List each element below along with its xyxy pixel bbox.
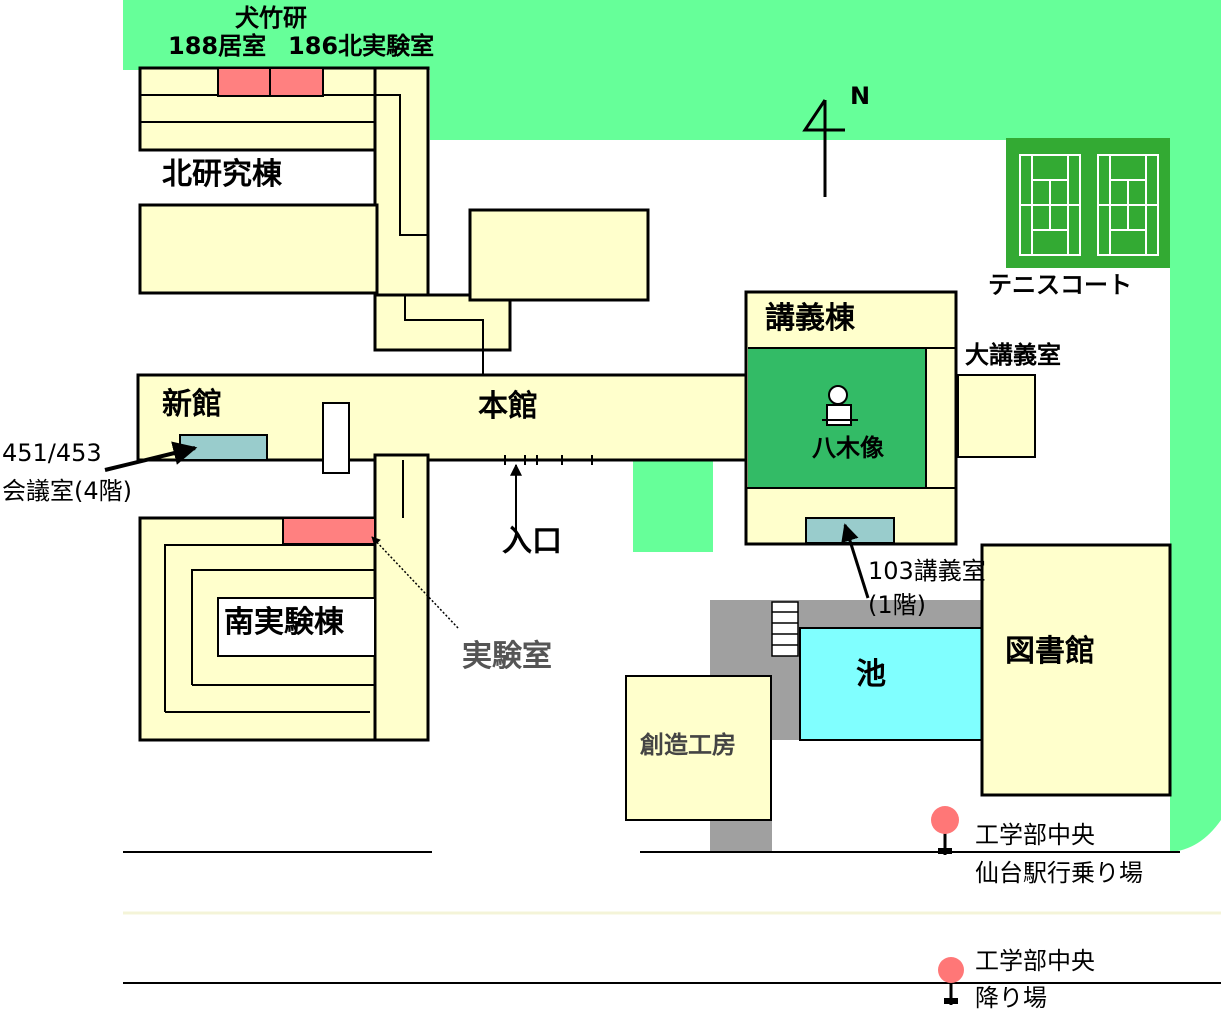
green-area-south	[633, 460, 713, 552]
green-area-north	[123, 0, 1221, 852]
room-186	[269, 67, 324, 97]
label-bus-stop-1-line2: 仙台駅行乗り場	[975, 859, 1143, 887]
entrance-marks	[504, 455, 593, 465]
south-lab-building	[138, 453, 430, 742]
label-north-mark: N	[850, 82, 871, 110]
label-room-186: 186北実験室	[288, 32, 435, 60]
room-103-arrow	[841, 523, 870, 599]
label-bus-stop-2-line1: 工学部中央	[975, 947, 1095, 975]
north-building-complex	[138, 66, 650, 352]
stairs	[771, 601, 799, 657]
label-entrance: 入口	[502, 524, 562, 559]
roads	[123, 851, 1221, 984]
label-conference-room-number: 451/453	[2, 439, 102, 467]
label-room-103-floor: (1階)	[868, 591, 926, 619]
label-bus-stop-2-line2: 降り場	[975, 984, 1047, 1012]
label-pond: 池	[856, 657, 886, 692]
label-main-building: 本館	[478, 389, 538, 424]
library-building	[980, 543, 1172, 797]
main-building-notch	[322, 402, 350, 474]
tennis-court-area	[1006, 138, 1170, 268]
label-large-lecture-room: 大講義室	[965, 341, 1061, 369]
label-yagi-statue: 八木像	[812, 434, 884, 462]
large-lecture-room-building	[957, 374, 1036, 458]
statue-icon	[822, 385, 858, 426]
label-north-building: 北研究棟	[162, 157, 282, 192]
label-bus-stop-1-line1: 工学部中央	[975, 821, 1095, 849]
bus-stop-icon	[938, 957, 964, 1005]
pond-area	[799, 627, 983, 741]
label-laboratory: 実験室	[462, 639, 552, 674]
main-building	[136, 373, 750, 462]
conference-arrow	[104, 441, 198, 472]
laboratory-room	[282, 517, 376, 545]
bus-stop-icon	[931, 806, 959, 855]
label-lab-group: 犬竹研	[235, 4, 307, 32]
room-188	[217, 67, 271, 97]
label-library: 図書館	[1005, 634, 1095, 669]
label-conference-room-name: 会議室(4階)	[2, 477, 132, 505]
label-new-building: 新館	[162, 387, 222, 422]
north-arrow-icon	[802, 99, 845, 197]
label-room-188: 188居室	[168, 32, 267, 60]
label-lecture-building: 講義棟	[765, 301, 855, 336]
label-room-103: 103講義室	[868, 557, 986, 585]
laboratory-arrow	[371, 536, 459, 629]
south-lab-core	[217, 597, 376, 657]
label-creative-workshop: 創造工房	[640, 731, 736, 759]
creative-workshop-building	[625, 675, 772, 821]
label-south-lab-building: 南実験棟	[224, 605, 344, 640]
label-tennis-court: テニスコート	[988, 271, 1132, 299]
